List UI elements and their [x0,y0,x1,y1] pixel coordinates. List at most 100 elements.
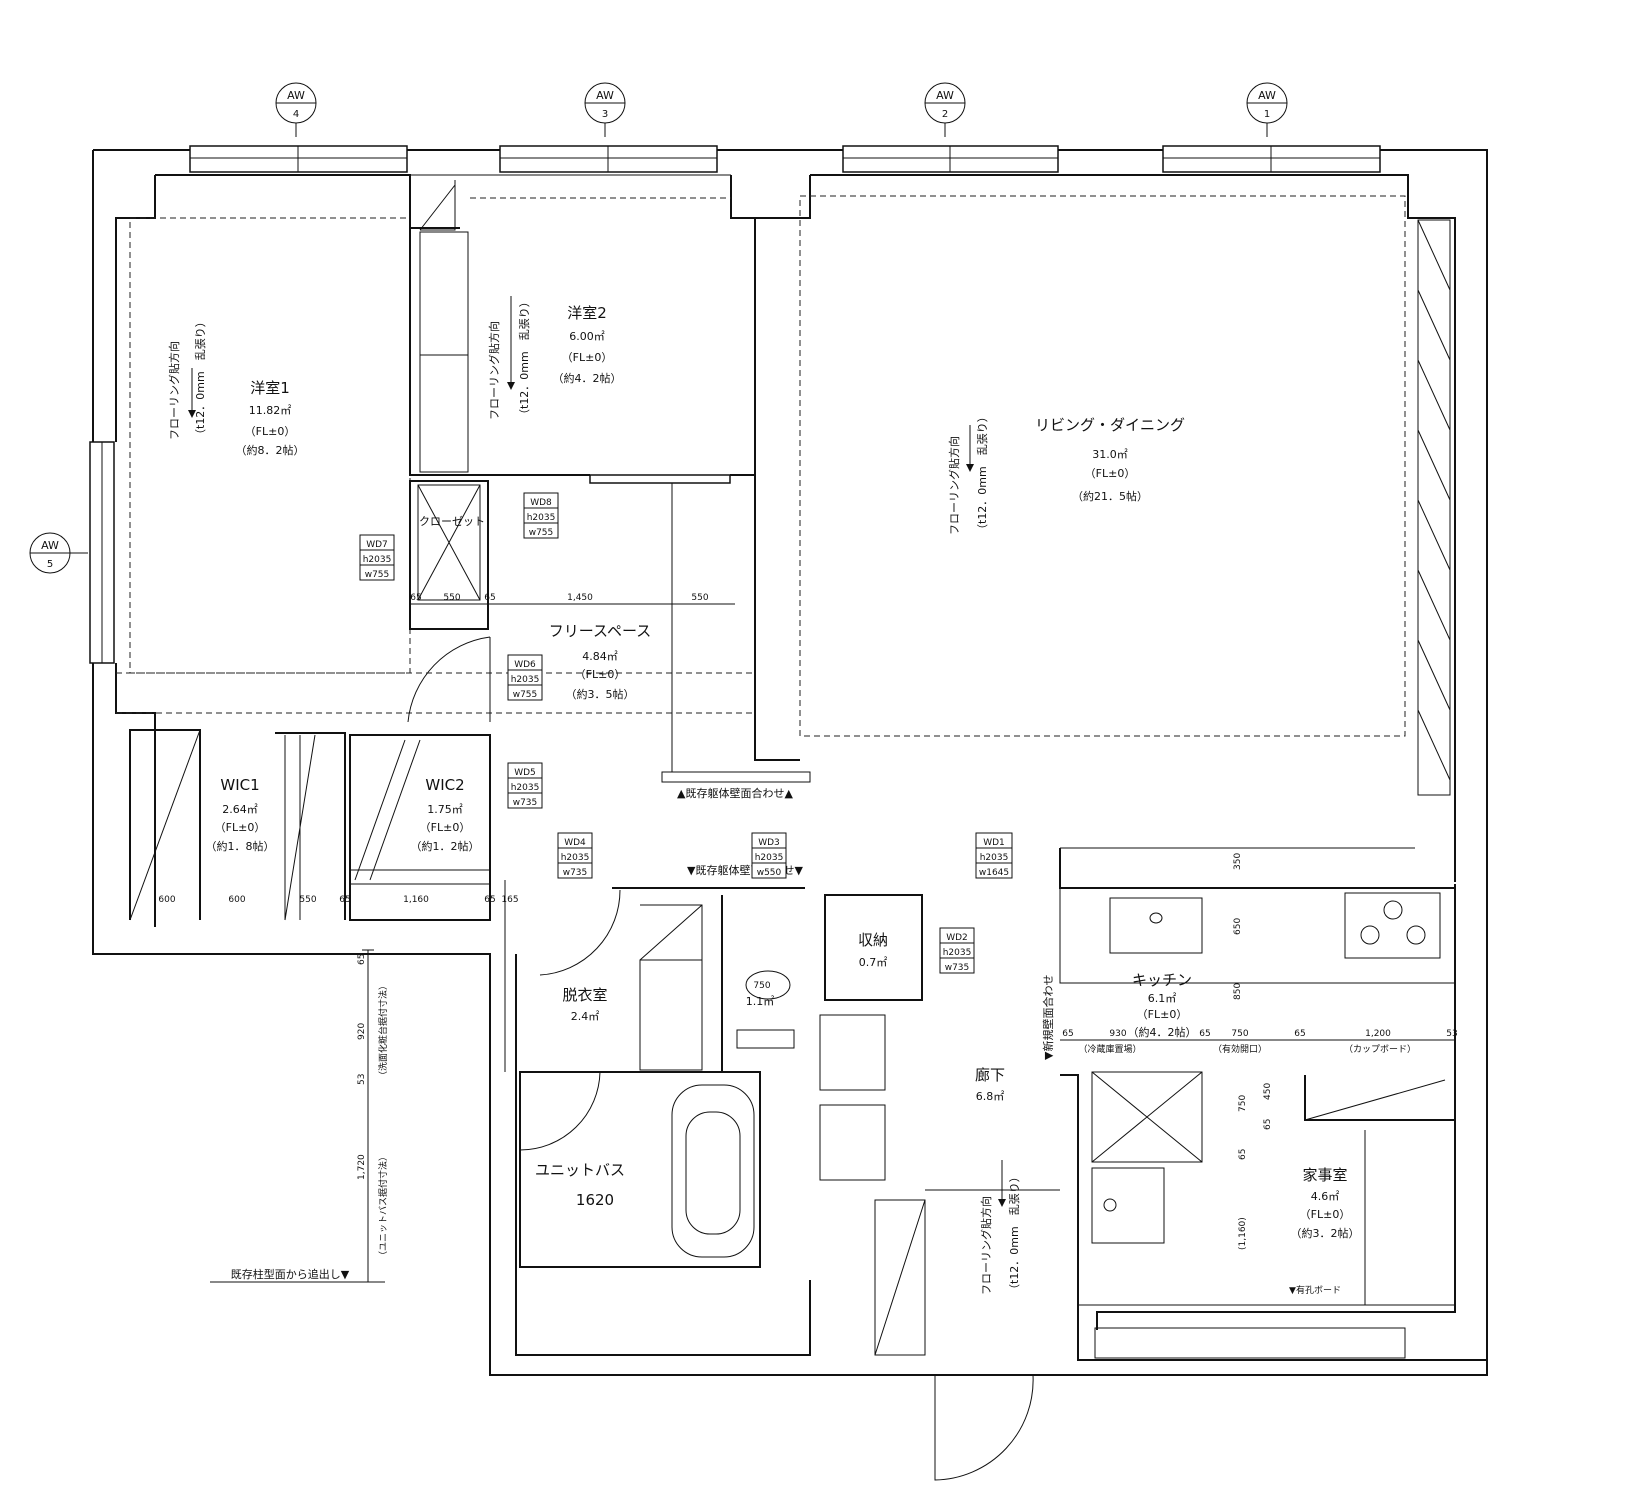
plan-label: h2035 [755,853,784,863]
room-tatami: （約21．5帖） [1072,489,1148,503]
room-floor-level: （FL±0） [245,425,296,438]
room-floor-level: （FL±0） [575,668,626,681]
plan-label: w550 [757,868,782,878]
fridge-note: （冷蔵庫置場） [1078,1043,1141,1055]
room-tatami: （約3．2帖） [1291,1226,1360,1240]
axis-marker-aw2: AW 2 [924,82,966,137]
room-wic2: WIC2 1.75㎡ （FL±0） （約1．2帖） 600 600 550 65… [158,732,519,921]
room-closet: クローゼット [409,480,489,630]
plan-label: 2 [942,109,948,120]
dim-label: 550 [443,593,460,603]
dim-label: 930 [1109,1029,1126,1039]
door-tag-wd2: WD2 h2035 w735 [939,927,975,974]
wash-dim-note: （洗面化粧台据付寸法） [377,981,389,1080]
window-aw1 [1162,145,1381,173]
dim-label: 920 [357,1023,367,1040]
dim-label: 65 [484,593,495,603]
plan-label: 1 [1264,109,1270,120]
plan-label: WD6 [514,660,536,670]
plan-label: AW [41,539,59,552]
room-free-space: フリースペース 4.84㎡ （FL±0） （約3．5帖） 65 550 65 1… [407,483,735,772]
room-dressing: 脱衣室 2.4㎡ 1.1㎡ 750 [504,880,805,1072]
door-tag-wd5: WD5 h2035 w735 [507,762,543,809]
room-tatami: （約3．5帖） [566,687,635,701]
flooring-spec-label: （t12．0mm 乱張り） [194,316,207,440]
flooring-direction-label: フローリング貼方向 [487,321,501,420]
room-area: 2.4㎡ [571,1010,600,1023]
dim-label: 1,160 [403,895,429,905]
room-floor-level: （FL±0） [420,821,471,834]
axis-marker-aw1: AW 1 [1246,82,1288,137]
room-floor-level: （FL±0） [1085,467,1136,480]
plan-label: 4 [293,109,299,120]
room-bath: ユニットバス 1620 [519,1071,761,1268]
room-tatami: （約8．2帖） [236,443,305,457]
existing-wall-note: ▲既存躯体壁面合わせ▲ [677,786,793,800]
plan-label: h2035 [980,853,1009,863]
plan-label: h2035 [511,675,540,685]
room-area: 1.75㎡ [427,803,463,816]
room-floor-level: （FL±0） [1300,1208,1351,1221]
opening-note: （有効開口） [1213,1043,1267,1055]
flooring-direction-label: フローリング貼方向 [167,341,181,440]
plan-label: WD7 [366,540,388,550]
plan-label: h2035 [943,948,972,958]
room-tatami: （約4．2帖） [553,371,622,385]
dim-label: 65 [1263,1119,1273,1130]
room-floor-level: （FL±0） [1137,1008,1188,1021]
axis-marker-aw3: AW 3 [584,82,626,137]
room-name: WIC2 [425,776,464,794]
plan-label: w1645 [979,868,1009,878]
room-area: 4.6㎡ [1311,1190,1340,1203]
dim-label: 65 [1238,1149,1248,1160]
room-name: キッチン [1132,971,1192,989]
dim-label: 850 [1233,983,1243,1000]
dim-label: 65 [357,954,367,965]
room-name: 洋室1 [250,379,290,397]
dim-label: 350 [1233,853,1243,870]
door-tag-wd6: WD6 h2035 w755 [507,654,543,701]
dim-label: 65 [1294,1029,1305,1039]
dim-label: 750 [753,981,770,991]
axis-marker-aw5: AW 5 [29,532,88,574]
dim-label: 1,720 [357,1154,367,1180]
flooring-spec-label: （t12．0mm 乱張り） [1008,1171,1021,1295]
flooring-spec-label: （t12．0mm 乱張り） [976,411,989,535]
pillar-note: 既存柱型面から追出し▼ [231,1267,350,1281]
plan-label: w735 [945,963,970,973]
room-hall: 廊下 6.8㎡ フローリング貼方向 （t12．0mm 乱張り） [874,1066,1060,1481]
dim-label: 600 [228,895,245,905]
room-name: ユニットバス [535,1161,625,1179]
dim-label: 65 [484,895,495,905]
plan-label: WD4 [564,838,586,848]
room-area: 31.0㎡ [1092,448,1128,461]
dim-label: 53 [1446,1029,1457,1039]
pegboard-note: ▼有孔ボード [1289,1284,1341,1296]
bath-dim-line: 65 920 53 1,720 （洗面化粧台据付寸法） （ユニットバス据付寸法）… [210,949,389,1283]
room-area: 6.8㎡ [976,1090,1005,1103]
plan-label: w755 [365,570,390,580]
room-living: リビング・ダイニング 31.0㎡ （FL±0） （約21．5帖） フローリング貼… [661,195,1451,800]
room-utility: 家事室 4.6㎡ （FL±0） （約3．2帖） ▼有孔ボード 750 450 6… [1060,1071,1455,1359]
room-name: 家事室 [1302,1166,1347,1184]
dim-label: 550 [691,593,708,603]
dim-label: 1,200 [1365,1029,1391,1039]
bath-size: 1620 [576,1191,614,1209]
plan-label: w735 [563,868,588,878]
door-tag-wd8: WD8 h2035 w755 [523,492,559,539]
door-tag-wd4: WD4 h2035 w735 [557,832,593,879]
dim-label: 750 [1238,1095,1248,1112]
dim-label: 550 [299,895,316,905]
new-wall-note: ▼新規壁面合わせ [1041,975,1055,1060]
room-bedroom1: 洋室1 11.82㎡ （FL±0） （約8．2帖） フローリング貼方向 （t12… [116,217,755,714]
dim-label: 600 [158,895,175,905]
plan-label: WD8 [530,498,552,508]
plan-label: h2035 [561,853,590,863]
dim-label: 53 [357,1074,367,1085]
room-wic1: WIC1 2.64㎡ （FL±0） （約1．8帖） [129,729,316,921]
plan-label: WD2 [946,933,968,943]
bath-dim-note: （ユニットバス据付寸法） [377,1152,389,1260]
room-floor-level: （FL±0） [562,351,613,364]
room-tatami: （約4．2帖） [1128,1025,1197,1039]
plan-label: 5 [47,559,53,570]
